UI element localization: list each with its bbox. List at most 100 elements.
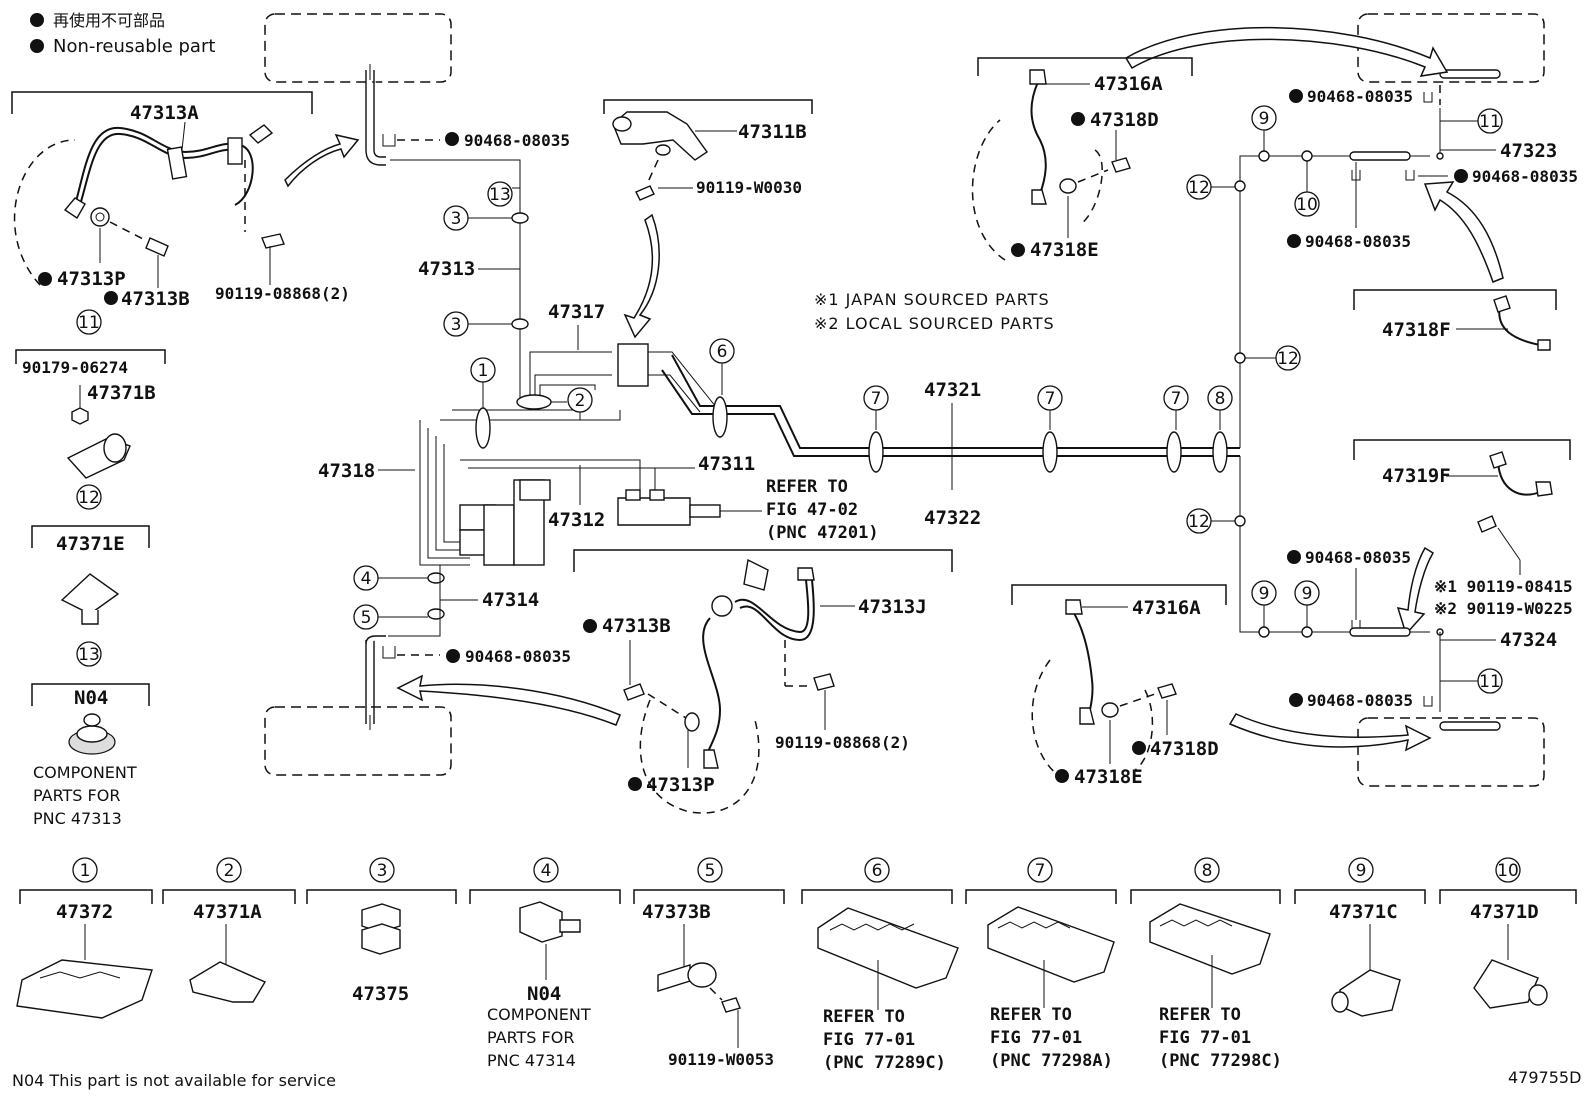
callout-4-bottom: 4: [541, 861, 552, 881]
group-47313j: 47313J 90119-08868(2) 47313B 47313P: [573, 549, 953, 814]
label-90119-w0030: 90119-W0030: [696, 178, 802, 197]
ref-7701a-2: FIG 77-01: [823, 1030, 915, 1050]
right-tubes: 12 12 12 9 10 90468-08035 90468-08035 47…: [971, 13, 1578, 788]
callout-5: 5: [361, 608, 372, 628]
component-note-47313-3: PNC 47313: [33, 809, 122, 828]
ref-4702-3: (PNC 47201): [766, 523, 879, 543]
label-47317: 47317: [548, 301, 605, 323]
callout-7-bottom: 7: [1035, 861, 1046, 881]
callout-7-b: 7: [1045, 389, 1056, 409]
label-47318d-bot: 47318D: [1150, 738, 1219, 760]
label-90119-w0053: 90119-W0053: [668, 1050, 774, 1069]
label-47314: 47314: [482, 589, 539, 611]
center-assembly: 47311B 90119-W0030 47317: [318, 99, 1240, 566]
left-column: 11 90179-06274 47371B 12 47371E 13 N04 C…: [15, 309, 166, 828]
footer-n04-note: N04 This part is not available for servi…: [12, 1071, 336, 1090]
callout-4: 4: [361, 569, 372, 589]
ref-7701a-1: REFER TO: [823, 1007, 905, 1027]
label-47371e: 47371E: [56, 533, 125, 555]
legend: 再使用不可部品 Non-reusable part: [30, 11, 215, 57]
label-47318e-bot: 47318E: [1074, 766, 1143, 788]
callout-12-left: 12: [78, 488, 100, 508]
ref-7701c-1: REFER TO: [1159, 1005, 1241, 1025]
label-90468-08035-mid: 90468-08035: [465, 647, 571, 666]
component-note-47314-2: PARTS FOR: [487, 1028, 574, 1047]
label-47371d: 47371D: [1470, 901, 1539, 923]
label-47316a-bot: 47316A: [1132, 597, 1201, 619]
label-90179-06274: 90179-06274: [22, 358, 128, 377]
note-local: ※2 LOCAL SOURCED PARTS: [814, 314, 1055, 333]
callout-12-r3: 12: [1188, 512, 1210, 532]
ref-7701b-2: FIG 77-01: [990, 1028, 1082, 1048]
legend-jp: 再使用不可部品: [53, 11, 165, 30]
label-90119-08868-2-top: 90119-08868(2): [215, 284, 350, 303]
label-47318f: 47318F: [1382, 319, 1451, 341]
pipe-bundle: [419, 343, 1240, 566]
callout-12-r2: 12: [1277, 349, 1299, 369]
label-47316a-top: 47316A: [1094, 73, 1163, 95]
label-47311b: 47311B: [738, 121, 807, 143]
callout-8-bottom: 8: [1202, 861, 1213, 881]
callout-6-center: 6: [717, 342, 728, 362]
label-47372: 47372: [56, 901, 113, 923]
label-47311: 47311: [698, 453, 755, 475]
label-47313b: 47313B: [121, 288, 190, 310]
callout-13-left: 13: [78, 645, 100, 665]
label-47313: 47313: [418, 258, 475, 280]
callout-10-bottom: 10: [1497, 861, 1519, 881]
label-47324: 47324: [1500, 629, 1557, 651]
label-90468-08035-r1: 90468-08035: [1305, 232, 1411, 251]
label-90468-08035-r5: 90468-08035: [1307, 691, 1413, 710]
callout-12-r1: 12: [1188, 178, 1210, 198]
label-47313p: 47313P: [57, 268, 126, 290]
callout-7-c: 7: [1171, 389, 1182, 409]
callout-1-center: 1: [478, 361, 489, 381]
callout-11-r1: 11: [1479, 112, 1501, 132]
callout-9-r2: 9: [1259, 584, 1270, 604]
label-47322: 47322: [924, 507, 981, 529]
callout-7-a: 7: [871, 389, 882, 409]
label-n04-bottom: N04: [527, 983, 561, 1005]
callout-2-center: 2: [575, 391, 586, 411]
label-90468-08035-r2: 90468-08035: [1472, 167, 1578, 186]
callout-6-bottom: 6: [872, 861, 883, 881]
label-90468-08035-r4: 90468-08035: [1305, 548, 1411, 567]
tube-47314-area: 4 5 47314 90468-08035: [264, 565, 621, 776]
label-47321: 47321: [924, 379, 981, 401]
callout-2-bottom: 2: [224, 861, 235, 881]
figure-id: 479755D: [1508, 1068, 1581, 1087]
label-47319f: 47319F: [1382, 465, 1451, 487]
label-47371b: 47371B: [87, 382, 156, 404]
label-47313p-mid: 47313P: [646, 774, 715, 796]
callout-11-r2: 11: [1479, 672, 1501, 692]
component-note-47314-3: PNC 47314: [487, 1051, 576, 1070]
callout-8-center: 8: [1215, 389, 1226, 409]
label-47375: 47375: [352, 983, 409, 1005]
callout-3-bottom: 3: [377, 861, 388, 881]
ref-4702-1: REFER TO: [766, 477, 848, 497]
ref-7701b-3: (PNC 77298A): [990, 1051, 1113, 1071]
label-47313b-mid: 47313B: [602, 615, 671, 637]
ref-7701c-3: (PNC 77298C): [1159, 1051, 1282, 1071]
label-90119-w0225: ※2 90119-W0225: [1434, 599, 1573, 618]
label-n04-left: N04: [74, 687, 108, 709]
label-47371a: 47371A: [193, 901, 262, 923]
label-47371c: 47371C: [1329, 901, 1398, 923]
ref-7701a-3: (PNC 77289C): [823, 1053, 946, 1073]
ref-4702-2: FIG 47-02: [766, 500, 858, 520]
callout-9-bottom: 9: [1356, 861, 1367, 881]
callout-3-lower: 3: [451, 315, 462, 335]
label-47313a: 47313A: [130, 102, 199, 124]
note-japan: ※1 JAPAN SOURCED PARTS: [814, 290, 1050, 309]
callout-9-r1: 9: [1259, 109, 1270, 129]
label-90468-08035-top: 90468-08035: [464, 131, 570, 150]
label-90119-08868-2-mid: 90119-08868(2): [775, 733, 910, 752]
label-47323: 47323: [1500, 140, 1557, 162]
label-90468-08035-r3: 90468-08035: [1307, 87, 1413, 106]
label-47373b: 47373B: [642, 901, 711, 923]
label-47318d-top: 47318D: [1090, 109, 1159, 131]
label-47313j: 47313J: [858, 596, 927, 618]
component-note-47314-1: COMPONENT: [487, 1005, 591, 1024]
bottom-row: 1 47372 2 47371A 3 47375 4 N04 COMPONENT…: [12, 857, 1581, 1090]
